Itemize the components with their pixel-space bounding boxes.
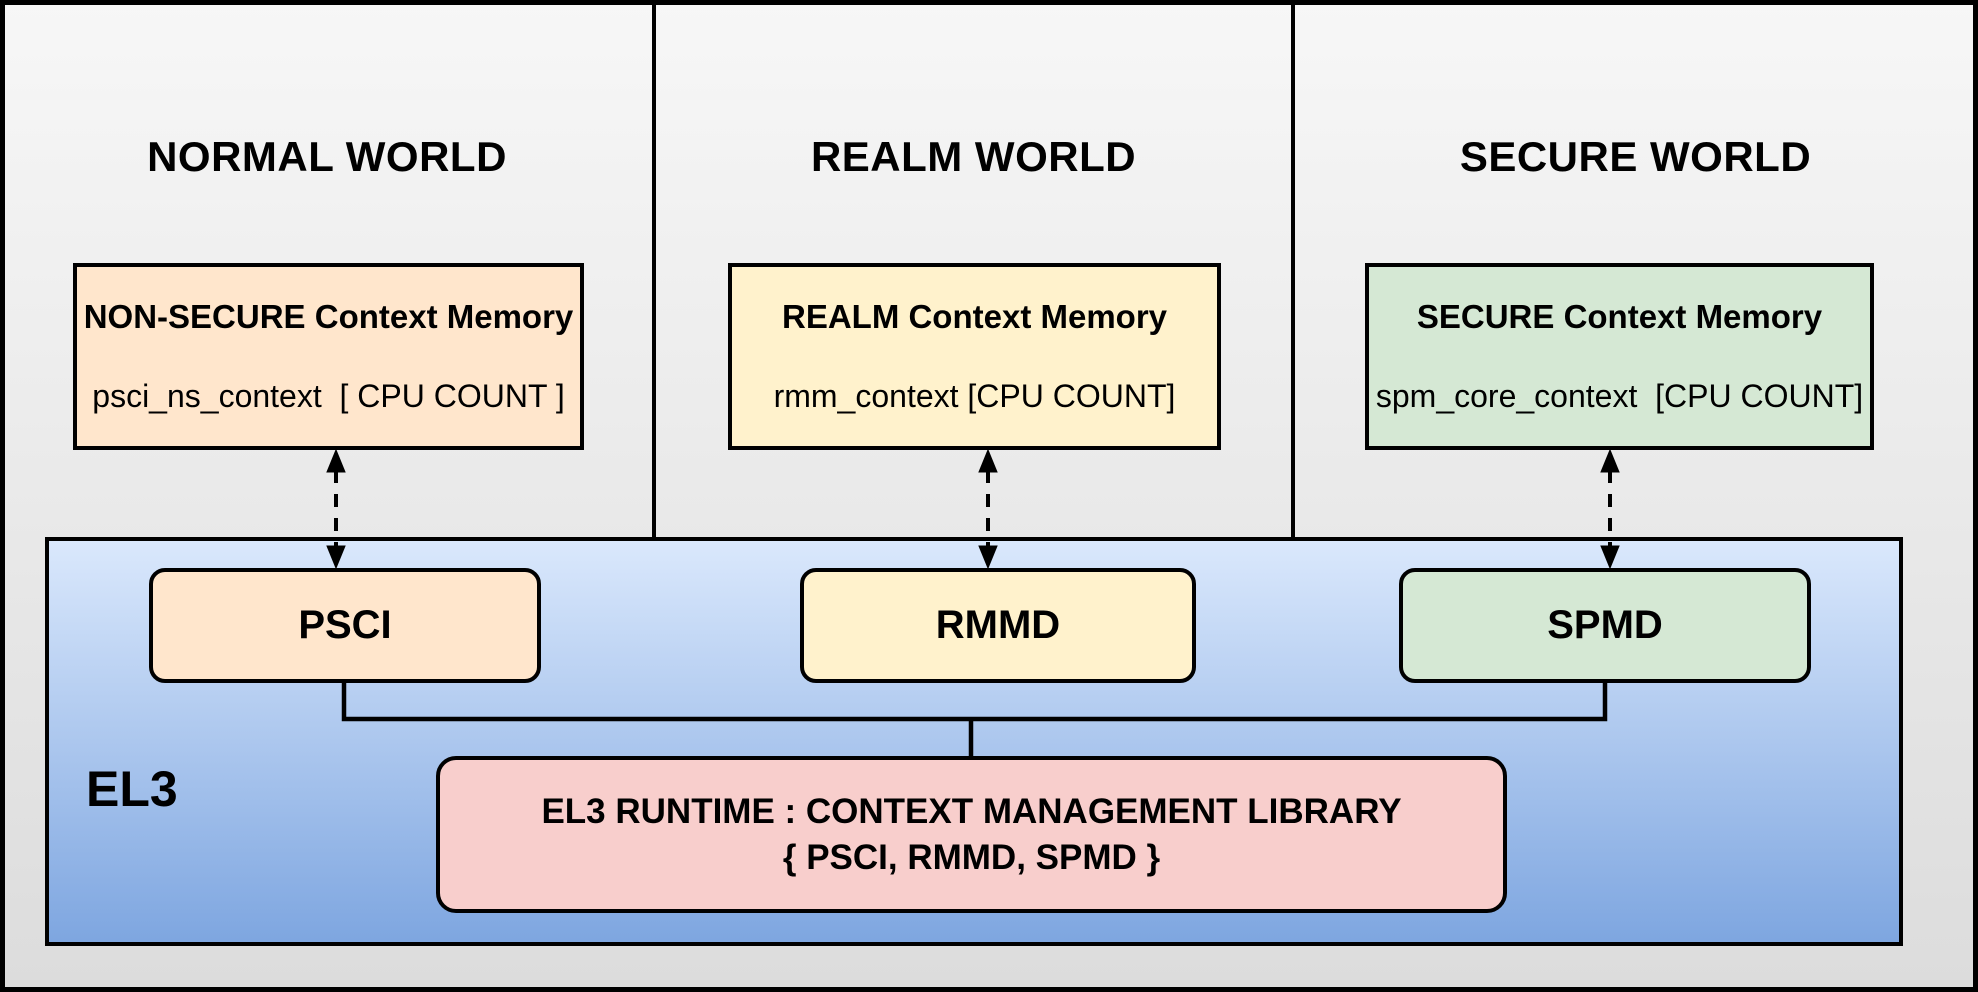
arrowhead-up-icon [1600,448,1620,473]
dashed-arrow-realm-rmmd [978,448,998,570]
dashed-arrow-secure-spmd [1600,448,1620,570]
el3-runtime-line1: EL3 RUNTIME : CONTEXT MANAGEMENT LIBRARY [541,791,1402,831]
arrowhead-down-icon [1600,545,1620,570]
el3-label: EL3 [86,761,178,817]
arrowhead-down-icon [326,545,346,570]
component-box-psci-label: PSCI [298,603,392,647]
memory-box-realm-title: REALM Context Memory [781,298,1168,335]
connector-bus [341,681,1608,722]
component-box-rmmd-label: RMMD [935,603,1061,647]
component-box-spmd-label: SPMD [1547,603,1663,647]
memory-box-non-secure-title: NON-SECURE Context Memory [83,298,574,335]
world-title-realm: REALM WORLD [810,133,1137,180]
arrowhead-up-icon [326,448,346,473]
memory-box-secure: SECURE Context Memory spm_core_context [… [1365,263,1874,450]
divider-realm-secure [1291,0,1295,539]
memory-box-realm-value: rmm_context [CPU COUNT] [773,378,1176,414]
arrowhead-up-icon [978,448,998,473]
component-box-psci: PSCI [149,568,541,683]
el3-runtime-line2: { PSCI, RMMD, SPMD } [782,837,1161,877]
memory-box-secure-title: SECURE Context Memory [1416,298,1823,335]
memory-box-non-secure: NON-SECURE Context Memory psci_ns_contex… [73,263,584,450]
dashed-arrow-nonsecure-psci [326,448,346,570]
memory-box-realm: REALM Context Memory rmm_context [CPU CO… [728,263,1221,450]
world-title-normal: NORMAL WORLD [147,133,507,180]
divider-normal-realm [652,0,656,539]
memory-box-secure-value: spm_core_context [CPU COUNT] [1375,378,1864,414]
component-box-rmmd: RMMD [800,568,1196,683]
memory-box-non-secure-value: psci_ns_context [ CPU COUNT ] [92,378,565,414]
el3-runtime-box: EL3 RUNTIME : CONTEXT MANAGEMENT LIBRARY… [436,756,1507,913]
arrowhead-down-icon [978,545,998,570]
world-title-secure: SECURE WORLD [1459,133,1812,180]
component-box-spmd: SPMD [1399,568,1811,683]
